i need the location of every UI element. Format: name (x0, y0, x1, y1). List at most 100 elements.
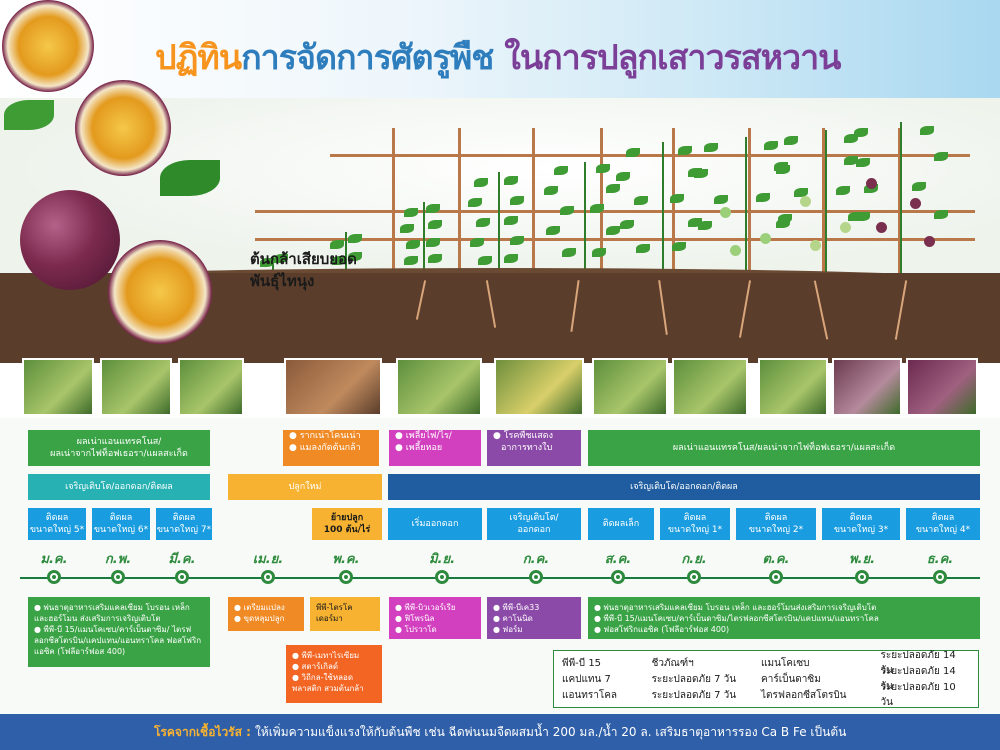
table-cell: ระยะปลอดภัย 14 วัน (880, 666, 956, 692)
photo-thumbnail (22, 358, 94, 416)
table-row: แคปแทน 7 ระยะปลอดภัย 7 วัน คาร์เบ็นดาซิม… (562, 666, 970, 692)
month-label-nov: พ.ย. (848, 552, 876, 567)
phase-box: ติดผล ขนาดใหญ่ 5* (28, 508, 86, 540)
action-item: ฟอร์ม (493, 624, 575, 635)
stage-text: ปลูกใหม่ (288, 482, 322, 492)
page-title: ปฏิทินการจัดการศัตรูพืช ในการปลูกเสาวรสห… (155, 30, 841, 84)
phase-box: ติดผล ขนาดใหญ่ 4* (906, 508, 980, 540)
month-label-jul: ก.ค. (522, 552, 550, 567)
action-item: สตาร์เกิลด์ (292, 661, 376, 672)
trellis-post (532, 128, 535, 278)
trellis-post (748, 128, 751, 278)
phase-text: ขนาดใหญ่ 4* (915, 525, 971, 535)
action-box-jan-mar: พ่นธาตุอาหารเสริมแคลเซียม โบรอน เหล็ก แล… (28, 597, 210, 667)
table-cell: ระยะปลอดภัย 10 วัน (880, 682, 956, 708)
pest-text: ● รากเน่าโคนเน่า (289, 431, 361, 441)
phase-text: ติดผล (849, 513, 873, 523)
trellis-bar (255, 210, 975, 213)
action-item: คาโนนิด (493, 613, 575, 624)
photo-thumbnail (178, 358, 244, 416)
month-label-apr: เม.ย. (252, 552, 284, 567)
table-row: แอนทราโคล ระยะปลอดภัย 7 วัน ไตรฟลอกซีสโต… (562, 682, 970, 708)
trellis-bar (330, 154, 970, 157)
trellis-post (822, 128, 825, 278)
pest-text: อาการทางใบ (501, 443, 553, 453)
action-item: พีพี-เมทาไรเซียม (292, 650, 376, 661)
trellis-post (898, 128, 901, 278)
photo-thumbnail (284, 358, 382, 416)
action-item: พีพี-ไตรโค (316, 603, 353, 612)
trellis-post (458, 128, 461, 278)
month-marker (687, 570, 701, 584)
pest-text: ผลเน่าแอนแทรคโนส/ (76, 437, 162, 447)
month-label-jan: ม.ค. (40, 552, 68, 567)
pest-box-jul: ● โรคพืชแสดง อาการทางใบ (487, 430, 581, 466)
trellis-post (672, 128, 675, 278)
phase-box: ติดผล ขนาดใหญ่ 3* (822, 508, 900, 540)
footer-label: โรคจากเชื้อไวรัส : (154, 724, 251, 739)
footer-note: โรคจากเชื้อไวรัส : ให้เพิ่มความแข็งแรงให… (0, 714, 1000, 750)
table-cell: คาร์เบ็นดาซิม (761, 673, 821, 685)
pest-text: ผลเน่าจากไฟท็อฟเธอรา/แผลสะเก็ด (50, 449, 188, 459)
plant-stage-9 (840, 118, 960, 278)
action-item: พ่นธาตุอาหารเสริมแคลเซียม โบรอน เหล็ก แล… (594, 602, 974, 613)
table-cell: ชีวภัณฑ์ฯ (651, 657, 694, 669)
plant-stage-3 (396, 198, 452, 278)
fruit-whole (20, 190, 120, 290)
phase-text: ขนาดใหญ่ 6* (93, 525, 149, 535)
phase-box: ติดผล ขนาดใหญ่ 7* (156, 508, 212, 540)
action-item: วิถีกล-ใช้หลอดพลาสติก สวมต้นกล้า (292, 672, 376, 694)
photo-thumbnail (100, 358, 172, 416)
action-item: พีพี-บีเค33 (493, 602, 575, 613)
plant-stage-1 (258, 248, 288, 278)
title-part-calendar: ปฏิทิน (155, 38, 242, 78)
table-cell: ไตรฟลอกซีสโตรบิน (761, 689, 847, 701)
pest-text: ● โรคพืชแสดง (493, 431, 553, 441)
passion-fruit-illustration (0, 0, 240, 370)
phase-text: ติดผล (764, 513, 788, 523)
stage-bar-jan-mar: เจริญเติบโต/ออกดอก/ติดผล (28, 474, 210, 500)
phase-box: ติดผล ขนาดใหญ่ 6* (92, 508, 150, 540)
action-item: ฟอสโฟริกแอซิค (โฟลีอาร์ฟอส 400) (594, 624, 974, 635)
month-marker (339, 570, 353, 584)
pest-box-jan-mar: ผลเน่าแอนแทรคโนส/ ผลเน่าจากไฟท็อฟเธอรา/แ… (28, 430, 210, 466)
fruit-half (108, 240, 212, 344)
action-item: เตรียมแปลง (234, 602, 298, 613)
month-marker (175, 570, 189, 584)
leaf (4, 100, 54, 130)
pest-text: ผลเน่าแอนแทรคโนส/ผลเน่าจากไฟท็อฟเธอรา/แผ… (672, 443, 896, 453)
action-item: พีพี-บี 15/แมนโคเซบ/คาร์เบ็นดาซิม/ไตรฟลอ… (594, 613, 974, 624)
phase-text: ขนาดใหญ่ 5* (29, 525, 85, 535)
phase-box: ติดผล ขนาดใหญ่ 2* (736, 508, 816, 540)
action-box-seedling: พีพี-เมทาไรเซียม สตาร์เกิลด์ วิถีกล-ใช้ห… (286, 645, 382, 703)
header-banner: ปฏิทินการจัดการศัตรูพืช ในการปลูกเสาวรสห… (0, 0, 1000, 98)
action-item: เดอร์มา (316, 614, 343, 623)
month-marker (529, 570, 543, 584)
table-cell: แคปแทน 7 (562, 673, 611, 685)
phase-box: เริ่มออกดอก (388, 508, 482, 540)
table-cell: ระยะปลอดภัย 7 วัน (651, 673, 737, 685)
pest-text: ● เพลี้ยหอย (395, 443, 443, 453)
pest-text: ● แมลงกัดต้นกล้า (289, 443, 361, 453)
photo-strip (20, 358, 980, 420)
photo-thumbnail (832, 358, 902, 416)
month-marker (933, 570, 947, 584)
action-item: โปรวาโด (395, 624, 475, 635)
phase-text: ติดผล (683, 513, 707, 523)
scene-label: ต้นกล้าเสียบยอด พันธุ์ไทนุง (250, 248, 357, 292)
action-item: พีพี-บิวเวอร์เรีย (395, 602, 475, 613)
plant-stage-4 (464, 168, 534, 278)
plant-stage-5 (540, 158, 630, 278)
month-marker (769, 570, 783, 584)
action-box-aug-dec: พ่นธาตุอาหารเสริมแคลเซียม โบรอน เหล็ก แล… (588, 597, 980, 639)
photo-thumbnail (396, 358, 482, 416)
stage-bar-jun-dec: เจริญเติบโต/ออกดอก/ติดผล (388, 474, 980, 500)
phase-text: ขนาดใหญ่ 3* (833, 525, 889, 535)
pest-box-jun: ● เพลี้ยไฟ/ไร/ ● เพลี้ยหอย (389, 430, 481, 466)
phase-text: 100 ต้น/ไร่ (323, 525, 371, 535)
fruit-half (75, 80, 171, 176)
action-box-jul: พีพี-บีเค33 คาโนนิด ฟอร์ม (487, 597, 581, 639)
scene-label-line2: พันธุ์ไทนุง (250, 272, 315, 290)
table-cell: ระยะปลอดภัย 14 วัน (880, 650, 956, 676)
table-row: พีพี-บี 15 ชีวภัณฑ์ฯ แมนโคเซบ ระยะปลอดภั… (562, 650, 970, 676)
